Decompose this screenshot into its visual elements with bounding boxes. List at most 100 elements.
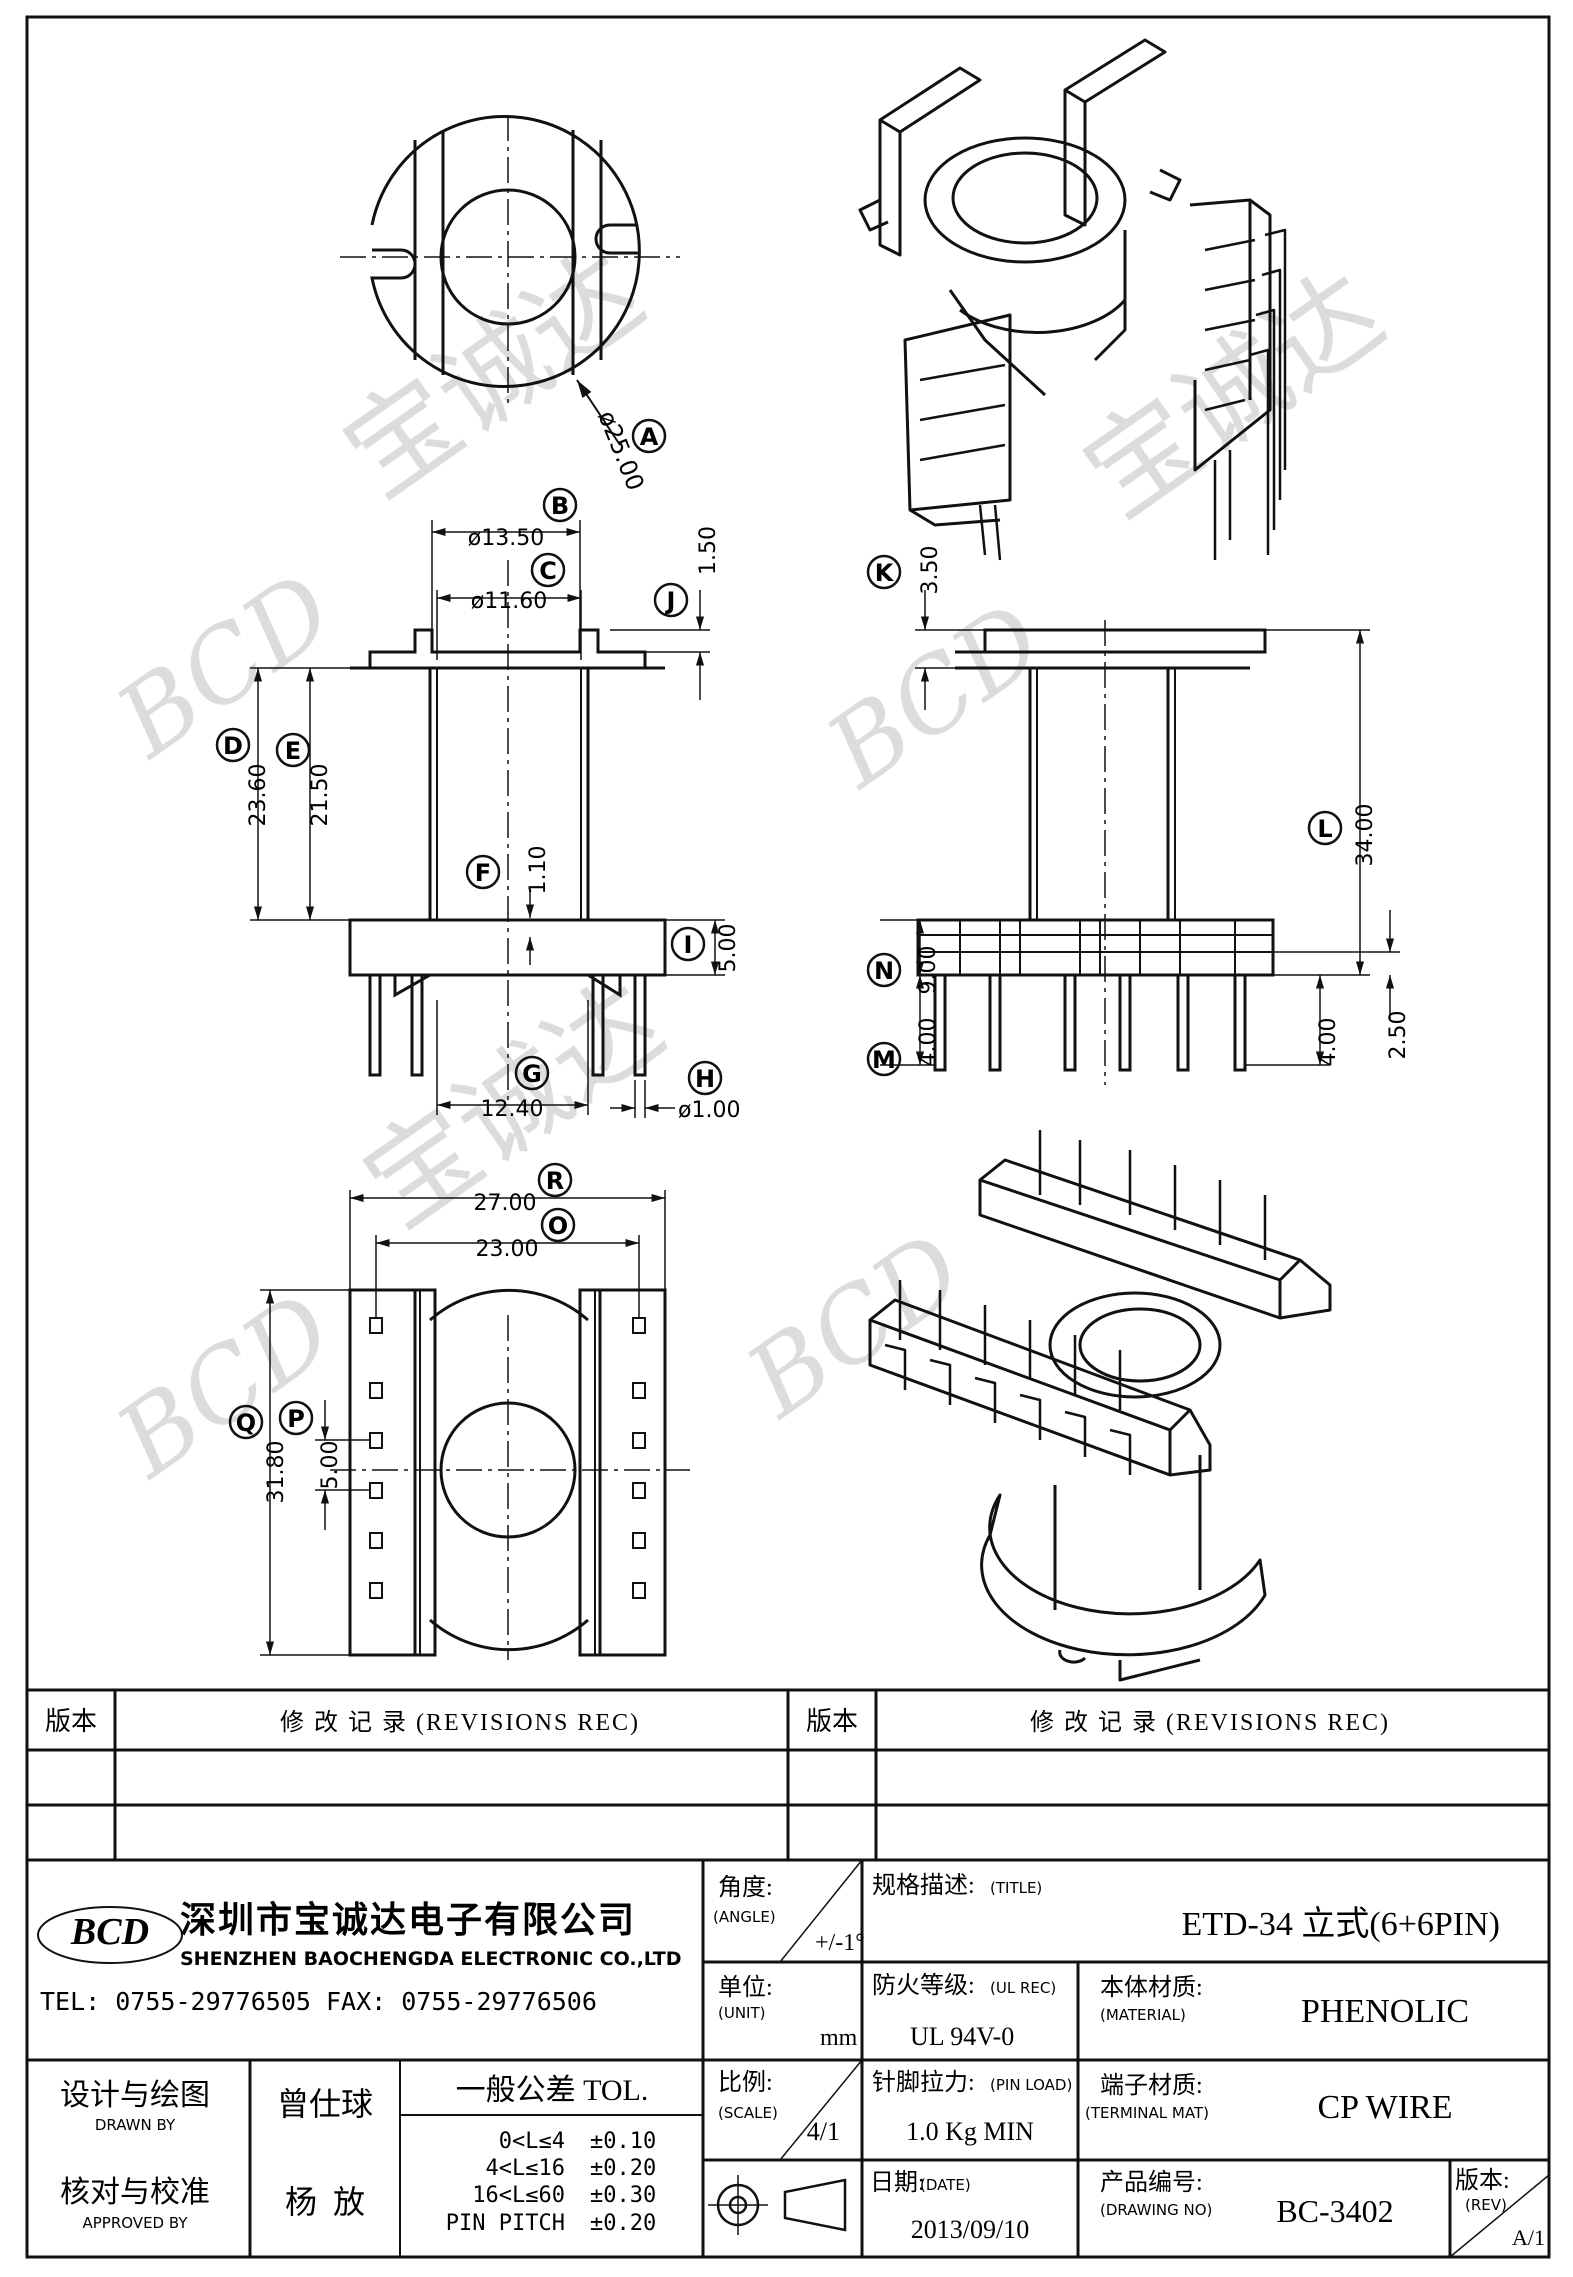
dim-value-f: 1.10 (526, 846, 551, 895)
dim-value-e: 21.50 (308, 764, 333, 827)
rev-value: A/1 (1512, 2225, 1545, 2250)
material-sub: (MATERIAL) (1100, 2006, 1186, 2024)
bubble-m: M (872, 1046, 896, 1074)
title-block-lines (27, 1688, 1549, 2257)
front-view-bubbles (215, 487, 723, 1096)
material-value: PHENOLIC (1301, 1993, 1469, 2030)
angle-divider (779, 1859, 863, 1963)
watermark-logo: BCD (95, 1271, 354, 1501)
dim-value-offset: 2.50 (1386, 1011, 1411, 1060)
terminal-sub: (TERMINAL MAT) (1085, 2104, 1209, 2122)
scale-label: 比例: (718, 2069, 773, 2096)
tolerance-value: ±0.20 (590, 2211, 656, 2236)
drawn-name: 曾仕球 (277, 2086, 373, 2122)
unit-value: mm (820, 2025, 858, 2051)
angle-value: +/-1° (815, 1930, 865, 1956)
svg-text:A: A (640, 423, 659, 451)
bubble-b: B (551, 492, 569, 520)
pin-load-value: 1.0 Kg MIN (906, 2117, 1034, 2146)
watermark-chars: 宝诚达 (1061, 247, 1405, 541)
dim-value-d: 23.60 (246, 764, 271, 827)
tolerance-range: 0<L≤4 (499, 2129, 565, 2154)
drawn-sub: DRAWN BY (95, 2116, 176, 2134)
company-tel-fax: TEL: 0755-29776505 FAX: 0755-29776506 (40, 1987, 597, 2016)
scale-value: 4/1 (807, 2117, 840, 2146)
bubble-d: D (223, 732, 243, 760)
title-value: ETD-34 立式(6+6PIN) (1181, 1905, 1500, 1943)
bubble-o: O (548, 1212, 568, 1240)
side-view (880, 590, 1400, 1085)
rev-record-header-right: 修 改 记 录 (REVISIONS REC) (1030, 1709, 1390, 1736)
bottom-view (260, 1190, 690, 1660)
bubble-p: P (287, 1405, 305, 1433)
title-sub: (TITLE) (990, 1879, 1042, 1897)
drawn-label: 设计与绘图 (60, 2079, 210, 2112)
drawing-no-sub: (DRAWING NO) (1100, 2201, 1212, 2219)
front-view (250, 520, 725, 1118)
watermark-logo: BCD (725, 1211, 984, 1441)
dim-value-l: 34.00 (1353, 804, 1378, 867)
dim-value-i: 5.00 (716, 924, 741, 973)
angle-sub: (ANGLE) (713, 1908, 776, 1926)
isometric-view-top (858, 38, 1287, 561)
rev-record-header-left: 修 改 记 录 (REVISIONS REC) (280, 1709, 640, 1736)
scale-sub: (SCALE) (718, 2104, 778, 2122)
dim-value-g: 12.40 (481, 1097, 544, 1122)
date-label: 日期: (870, 2170, 925, 2196)
approved-name: 杨 放 (285, 2184, 365, 2220)
side-view-bubbles (866, 554, 1343, 1077)
watermark-chars: 宝诚达 (321, 227, 665, 521)
top-view (340, 115, 680, 446)
drawing-no-label: 产品编号: (1100, 2169, 1203, 2196)
watermark-layer: BCD 宝诚达 BCD 宝诚达 BCD 宝诚达 BCD (95, 227, 1405, 1501)
dim-value-h: ø1.00 (678, 1098, 740, 1123)
unit-sub: (UNIT) (718, 2004, 766, 2022)
company-name-en: SHENZHEN BAOCHENGDA ELECTRONIC CO.,LTD (180, 1948, 681, 1970)
dim-value-k: 3.50 (918, 546, 943, 595)
bubble-c: C (539, 557, 557, 585)
bubble-f: F (475, 859, 491, 887)
dim-value-r: 27.00 (474, 1191, 537, 1216)
approved-label: 核对与校准 (60, 2176, 210, 2209)
dim-value-n: 9.00 (916, 946, 941, 995)
company-logo: BCD (37, 1906, 183, 1964)
material-label: 本体材质: (1100, 1974, 1203, 2001)
title-label: 规格描述: (872, 1872, 975, 1899)
tolerance-value: ±0.30 (590, 2183, 656, 2208)
ul-value: UL 94V-0 (910, 2022, 1014, 2051)
rev-label: 版本: (1455, 2167, 1510, 2194)
rev-version-header-left: 版本 (45, 1707, 97, 1736)
tolerance-value: ±0.20 (590, 2156, 656, 2181)
tolerance-header: 一般公差 TOL. (456, 2074, 649, 2107)
company-name-cn: 深圳市宝诚达电子有限公司 (180, 1900, 636, 1940)
bubble-i: I (684, 931, 693, 959)
bubble-k: K (875, 559, 895, 587)
unit-label: 单位: (718, 1974, 773, 2001)
bubble-h: H (695, 1065, 715, 1093)
dim-value-j: 1.50 (696, 526, 721, 575)
isometric-view-bottom (868, 1130, 1332, 1682)
approved-sub: APPROVED BY (82, 2214, 188, 2232)
bubble-j: J (665, 587, 676, 615)
terminal-label: 端子材质: (1100, 2072, 1203, 2099)
sheet-border (25, 15, 1551, 2259)
rev-divider (1449, 2174, 1550, 2258)
dim-value-o: 23.00 (476, 1237, 539, 1262)
date-value: 2013/09/10 (911, 2215, 1029, 2244)
drawing-no-value: BC-3402 (1276, 2193, 1393, 2229)
tolerance-value: ±0.10 (590, 2129, 656, 2154)
bubble-r: R (546, 1167, 564, 1195)
rev-version-header-right: 版本 (806, 1707, 858, 1736)
ul-label: 防火等级: (872, 1972, 975, 1999)
dim-value-q: 31.80 (264, 1441, 289, 1504)
dim-value-c: ø11.60 (471, 589, 547, 614)
projection-symbol (708, 2175, 847, 2235)
terminal-value: CP WIRE (1317, 2089, 1452, 2126)
bubble-l: L (1317, 815, 1332, 843)
watermark-logo: BCD (805, 581, 1064, 811)
date-sub: (DATE) (920, 2176, 971, 2194)
ul-sub: (UL REC) (990, 1979, 1056, 1997)
dim-value-p: 5.00 (318, 1441, 343, 1490)
tolerance-range: 16<L≤60 (472, 2183, 565, 2208)
